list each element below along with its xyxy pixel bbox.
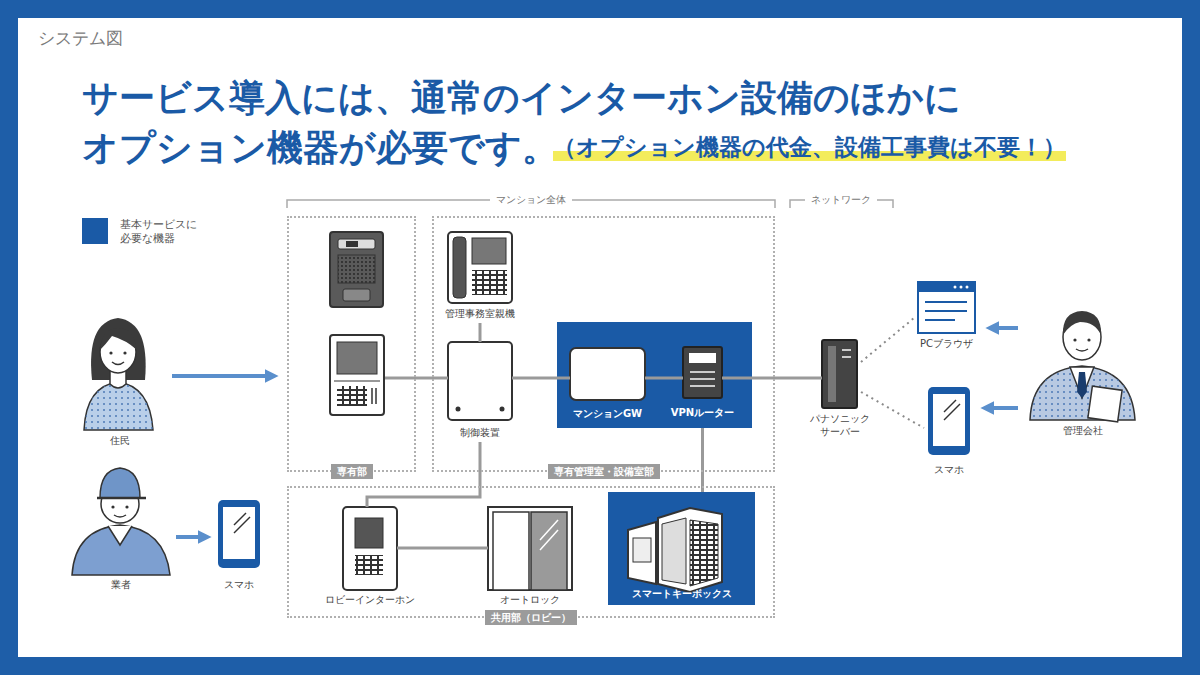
device-node: 管理事務室親機 xyxy=(448,232,512,303)
caption: スマホ xyxy=(224,578,254,591)
caption: 住民 xyxy=(110,434,130,447)
wire xyxy=(479,323,482,342)
caption: パナソニック サーバー xyxy=(807,412,873,438)
bracket-label: ネットワーク xyxy=(805,193,877,207)
router-device xyxy=(683,347,722,398)
zone-tag: 共用部（ロビー） xyxy=(485,610,577,625)
zone-tag: 専有部 xyxy=(331,464,373,479)
caption: VPNルーター xyxy=(671,406,734,419)
browser-window xyxy=(918,282,975,333)
device-node: スマホ xyxy=(928,387,970,455)
bracket-label: マンション全体 xyxy=(490,193,572,207)
person-node: 住民 xyxy=(80,318,160,430)
option-panel xyxy=(608,492,755,605)
caption: 業者 xyxy=(111,578,131,591)
caption: ロビーインターホン xyxy=(325,593,415,606)
wire xyxy=(861,392,924,428)
person-node: 管理会社 xyxy=(1030,305,1135,420)
wire xyxy=(397,547,488,550)
resident-figure xyxy=(84,318,153,430)
option-panel xyxy=(557,322,752,428)
caption: マンションGW xyxy=(573,407,642,420)
server-tower xyxy=(822,340,857,408)
zone-tag: 専有管理室・設備室部 xyxy=(548,464,660,479)
legend-swatch xyxy=(82,218,108,244)
wire xyxy=(701,428,704,492)
flow-arrow xyxy=(172,374,273,378)
wire xyxy=(645,377,683,380)
auto-lock-door xyxy=(488,507,572,590)
wire xyxy=(512,377,570,380)
smart-key-box xyxy=(628,508,722,592)
zone-region: 共用部（ロビー）ロビーインターホンオートロックスマートキーボックス xyxy=(287,486,775,618)
zone-region: 専有管理室・設備室部管理事務室親機制御装置マンションGWVPNルーター xyxy=(432,216,775,472)
person-node: 業者 xyxy=(72,460,170,575)
master-phone xyxy=(448,232,512,303)
option-device: スマートキーボックス xyxy=(608,492,755,605)
device-node: パナソニック サーバー xyxy=(822,340,857,408)
device-node: PCブラウザ xyxy=(918,282,975,333)
device-node: ロビーインターホン xyxy=(343,507,397,590)
page-ground xyxy=(18,18,1182,657)
note: （オプション機器の代金、設備工事費は不要！） xyxy=(553,134,1066,161)
flow-arrow xyxy=(176,535,206,539)
worker-figure xyxy=(72,468,170,575)
manager-figure xyxy=(1030,311,1135,422)
page-label: システム図 xyxy=(38,28,123,49)
zone-region: 専有部 xyxy=(287,216,416,472)
caption: 管理事務室親機 xyxy=(445,307,515,320)
smartphone xyxy=(218,500,260,568)
caption: スマホ xyxy=(934,463,964,476)
indoor-monitor xyxy=(330,335,384,415)
caption: PCブラウザ xyxy=(920,337,973,350)
wire xyxy=(861,318,914,362)
device-node: スマホ xyxy=(218,500,260,568)
caption: 管理会社 xyxy=(1063,424,1103,437)
door-station xyxy=(330,232,383,307)
caption: スマートキーボックス xyxy=(608,587,755,600)
caption: 制御装置 xyxy=(460,426,500,439)
device-node: オートロック xyxy=(488,507,572,590)
legend-text: 基本サービスに 必要な機器 xyxy=(120,218,202,246)
device-node: 制御装置 xyxy=(448,342,512,420)
control-unit xyxy=(448,342,512,420)
lobby-intercom xyxy=(343,507,397,590)
device-node: マンションGW xyxy=(570,348,645,400)
flow-arrow xyxy=(991,326,1018,330)
device-node: VPNルーター xyxy=(683,347,722,398)
gateway-device xyxy=(570,348,645,400)
caption: オートロック xyxy=(500,593,560,606)
wire xyxy=(384,377,416,380)
wire xyxy=(367,442,480,507)
smartphone xyxy=(928,387,970,455)
flow-arrow xyxy=(986,406,1018,410)
wire xyxy=(722,377,822,380)
